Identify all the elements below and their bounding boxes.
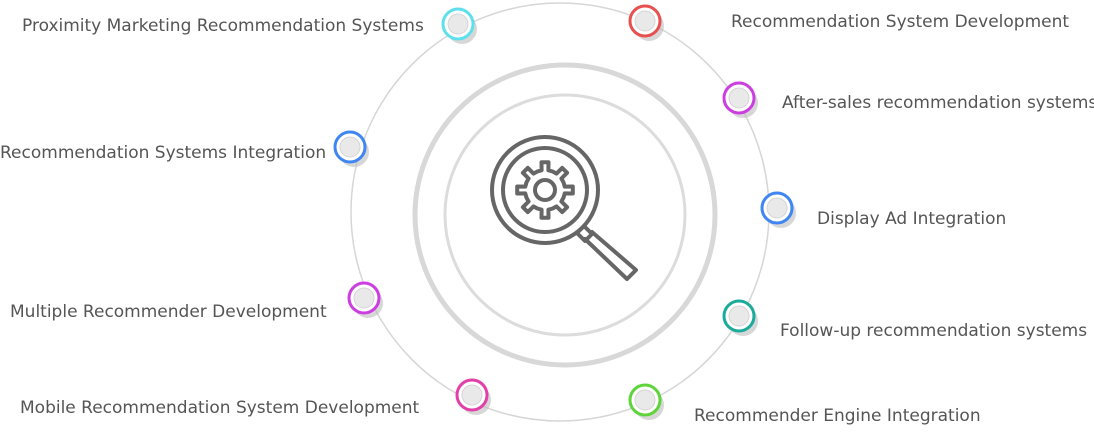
node-marker — [760, 191, 796, 228]
node-label-follow-up: Follow-up recommendation systems — [780, 321, 1088, 341]
node-marker — [722, 81, 758, 118]
node-core — [353, 287, 375, 309]
node-core — [728, 305, 750, 327]
node-marker — [628, 4, 664, 41]
node-label-proximity-marketing: Proximity Marketing Recommendation Syste… — [22, 16, 424, 36]
node-marker — [628, 383, 664, 420]
node-label-mobile-development: Mobile Recommendation System Development — [20, 398, 420, 418]
node-label-engine-integration: Recommender Engine Integration — [694, 406, 981, 426]
node-layer — [333, 4, 796, 420]
node-label-systems-integration: Recommendation Systems Integration — [0, 143, 327, 163]
node-label-display-ad: Display Ad Integration — [817, 209, 1007, 229]
gear-shape — [515, 160, 575, 220]
node-core — [461, 384, 483, 406]
node-label-system-development: Recommendation System Development — [731, 12, 1070, 32]
node-core — [766, 197, 788, 219]
node-marker — [347, 281, 383, 318]
inner-ring — [443, 93, 687, 337]
middle-ring — [412, 62, 718, 368]
node-label-after-sales: After-sales recommendation systems — [782, 93, 1094, 113]
node-label-multiple-recommender: Multiple Recommender Development — [10, 302, 327, 322]
node-core — [634, 389, 656, 411]
node-core — [339, 136, 361, 158]
node-core — [634, 10, 656, 32]
node-core — [447, 13, 469, 35]
node-marker — [333, 130, 369, 167]
node-core — [728, 87, 750, 109]
node-marker — [455, 378, 491, 415]
node-marker — [441, 7, 477, 44]
search-gear-icon — [490, 135, 638, 281]
node-marker — [722, 299, 758, 336]
